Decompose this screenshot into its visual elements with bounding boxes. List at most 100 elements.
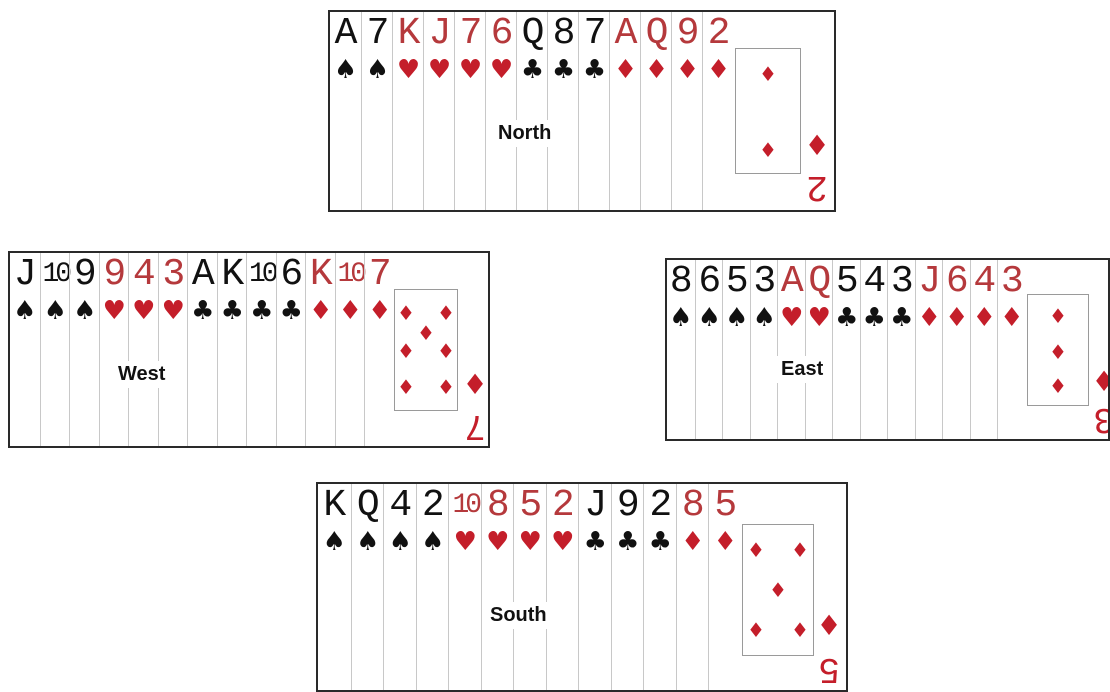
seat-label-south: South	[486, 602, 551, 629]
card-south[interactable]: 2♥	[546, 484, 579, 690]
card-rank: 2	[547, 484, 580, 528]
diamond-pip-icon: ♦	[396, 377, 416, 397]
diamond-icon: ♦	[916, 304, 944, 332]
diamond-pip-icon: ♦	[768, 580, 788, 600]
card-north[interactable]: K♥	[392, 12, 423, 210]
diamond-index-icon: ♦	[462, 371, 488, 399]
card-rank: 10	[449, 484, 482, 528]
card-rank: 10	[247, 253, 277, 297]
card-south[interactable]: 9♣	[611, 484, 644, 690]
card-north[interactable]: 7♥	[454, 12, 485, 210]
card-east[interactable]: 5♣	[832, 260, 860, 439]
card-west[interactable]: A♣	[187, 253, 217, 446]
card-rank: 2	[703, 12, 734, 56]
card-north[interactable]: 9♦	[671, 12, 702, 210]
card-rank: 3	[159, 253, 189, 297]
card-south[interactable]: 5♥	[513, 484, 546, 690]
card-west[interactable]: K♣	[217, 253, 247, 446]
card-rank: J	[10, 253, 40, 297]
card-west[interactable]: 6♣	[276, 253, 306, 446]
diamond-icon: ♦	[610, 56, 641, 84]
card-north[interactable]: Q♣	[516, 12, 547, 210]
card-east[interactable]: Q♥	[805, 260, 833, 439]
card-north[interactable]: 7♠	[361, 12, 392, 210]
diamond-icon: ♦	[998, 304, 1026, 332]
spade-icon: ♠	[41, 297, 71, 325]
card-east[interactable]: 4♣	[860, 260, 888, 439]
card-west[interactable]: J♠	[10, 253, 40, 446]
inverted-rank: 2	[804, 168, 830, 204]
spade-icon: ♠	[751, 304, 779, 332]
card-east[interactable]: 6♦	[942, 260, 970, 439]
card-west[interactable]: 4♥	[128, 253, 158, 446]
card-west[interactable]: 9♥	[99, 253, 129, 446]
card-north[interactable]: Q♦	[640, 12, 671, 210]
card-rank: 7	[455, 12, 486, 56]
card-south[interactable]: J♣	[578, 484, 611, 690]
card-west[interactable]: K♦	[305, 253, 335, 446]
card-west[interactable]: 10♦	[335, 253, 365, 446]
club-icon: ♣	[644, 528, 677, 556]
card-rank: Q	[352, 484, 385, 528]
heart-icon: ♥	[806, 304, 834, 332]
seat-label-north: North	[494, 120, 555, 147]
spade-icon: ♠	[417, 528, 450, 556]
card-east[interactable]: A♥	[777, 260, 805, 439]
club-icon: ♣	[548, 56, 579, 84]
card-west[interactable]: 10♠	[40, 253, 70, 446]
card-west[interactable]: 9♠	[69, 253, 99, 446]
card-north[interactable]: A♦	[609, 12, 640, 210]
card-east[interactable]: 3♣	[887, 260, 915, 439]
heart-icon: ♥	[159, 297, 189, 325]
heart-icon: ♥	[424, 56, 455, 84]
card-north[interactable]: 7♣	[578, 12, 609, 210]
card-rank: 8	[548, 12, 579, 56]
card-east[interactable]: 8♠	[667, 260, 695, 439]
spade-icon: ♠	[667, 304, 695, 332]
diamond-pip-icon: ♦	[396, 303, 416, 323]
card-north[interactable]: A♠	[330, 12, 361, 210]
card-rank: 8	[667, 260, 695, 304]
spade-icon: ♠	[384, 528, 417, 556]
card-west[interactable]: 10♣	[246, 253, 276, 446]
card-east[interactable]: 6♠	[695, 260, 723, 439]
card-west[interactable]: 3♥	[158, 253, 188, 446]
card-south[interactable]: Q♠	[351, 484, 384, 690]
card-north[interactable]: 6♥	[485, 12, 516, 210]
spade-icon: ♠	[318, 528, 351, 556]
club-icon: ♣	[277, 297, 307, 325]
east-hand: 8♠6♠5♠3♠A♥Q♥5♣4♣3♣J♦6♦4♦3♦ ♦ ♦ ♦ ♦ 3 Eas…	[665, 258, 1110, 441]
card-south[interactable]: 2♣	[643, 484, 676, 690]
north-hand: A♠7♠K♥J♥7♥6♥Q♣8♣7♣A♦Q♦9♦2♦ ♦ ♦ ♦ 2 North	[328, 10, 836, 212]
card-south[interactable]: 2♠	[416, 484, 449, 690]
card-east[interactable]: 3♠	[750, 260, 778, 439]
club-icon: ♣	[218, 297, 248, 325]
card-east[interactable]: 4♦	[970, 260, 998, 439]
card-east[interactable]: J♦	[915, 260, 943, 439]
diamond-pip-icon: ♦	[790, 620, 810, 640]
card-north[interactable]: J♥	[423, 12, 454, 210]
card-east[interactable]: 5♠	[722, 260, 750, 439]
diamond-pip-icon: ♦	[436, 303, 456, 323]
card-south[interactable]: 10♥	[448, 484, 481, 690]
diamond-pip-icon: ♦	[790, 540, 810, 560]
heart-icon: ♥	[482, 528, 515, 556]
card-rank: A	[188, 253, 218, 297]
club-icon: ♣	[612, 528, 645, 556]
card-south[interactable]: 4♠	[383, 484, 416, 690]
club-icon: ♣	[833, 304, 861, 332]
heart-icon: ♥	[778, 304, 806, 332]
diamond-pip-icon: ♦	[1048, 342, 1068, 362]
card-rank: 9	[672, 12, 703, 56]
diamond-pip-icon: ♦	[746, 540, 766, 560]
card-south[interactable]: 8♦	[676, 484, 709, 690]
card-rank: 2	[417, 484, 450, 528]
card-south[interactable]: 8♥	[481, 484, 514, 690]
diamond-pip-icon: ♦	[746, 620, 766, 640]
card-rank: 5	[833, 260, 861, 304]
card-north[interactable]: 8♣	[547, 12, 578, 210]
card-rank: 5	[723, 260, 751, 304]
card-south[interactable]: K♠	[318, 484, 351, 690]
card-rank: 6	[486, 12, 517, 56]
card-rank: 6	[943, 260, 971, 304]
